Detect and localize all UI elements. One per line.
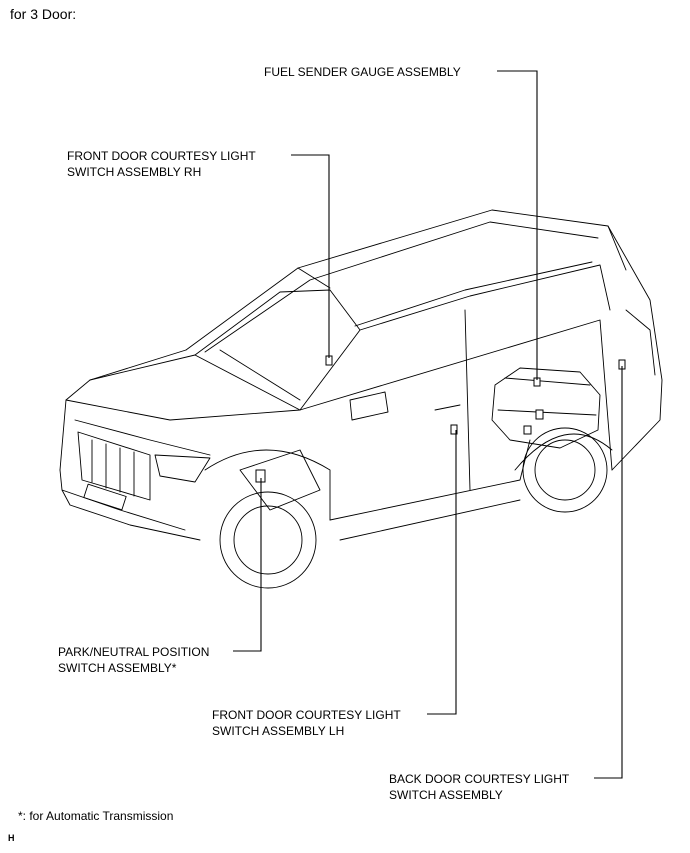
label-front-door-courtesy-rh: FRONT DOOR COURTESY LIGHT SWITCH ASSEMBL… <box>67 148 256 180</box>
label-fuel-sender-gauge: FUEL SENDER GAUGE ASSEMBLY <box>264 64 461 80</box>
leader-lines <box>233 70 623 779</box>
label-line: PARK/NEUTRAL POSITION <box>58 645 210 659</box>
leader-fuel-sender <box>497 70 538 380</box>
front-door-lh-switch-marker <box>450 424 458 435</box>
suv-outline <box>59 209 663 589</box>
label-park-neutral-position: PARK/NEUTRAL POSITION SWITCH ASSEMBLY* <box>58 644 209 676</box>
figure-code: H <box>8 833 15 843</box>
label-line: SWITCH ASSEMBLY <box>389 788 503 802</box>
label-front-door-courtesy-lh: FRONT DOOR COURTESY LIGHT SWITCH ASSEMBL… <box>212 707 401 739</box>
component-markers <box>255 355 626 483</box>
label-line: FUEL SENDER GAUGE ASSEMBLY <box>264 65 461 79</box>
label-line: BACK DOOR COURTESY LIGHT <box>389 772 570 786</box>
label-line: SWITCH ASSEMBLY RH <box>67 165 202 179</box>
leader-front-door-lh <box>427 430 457 715</box>
fuel-sender-connector-marker <box>535 409 544 420</box>
footnote: *: for Automatic Transmission <box>18 809 174 823</box>
label-line: SWITCH ASSEMBLY* <box>58 661 177 675</box>
page-title: for 3 Door: <box>10 6 77 22</box>
label-line: FRONT DOOR COURTESY LIGHT <box>67 149 256 163</box>
leader-park-neutral <box>233 478 262 652</box>
leader-front-door-rh <box>291 154 330 358</box>
fuel-sender-lower-marker <box>523 425 532 435</box>
label-line: SWITCH ASSEMBLY LH <box>212 724 345 738</box>
leader-back-door <box>594 366 623 779</box>
label-back-door-courtesy: BACK DOOR COURTESY LIGHT SWITCH ASSEMBLY <box>389 771 569 803</box>
label-line: FRONT DOOR COURTESY LIGHT <box>212 708 401 722</box>
